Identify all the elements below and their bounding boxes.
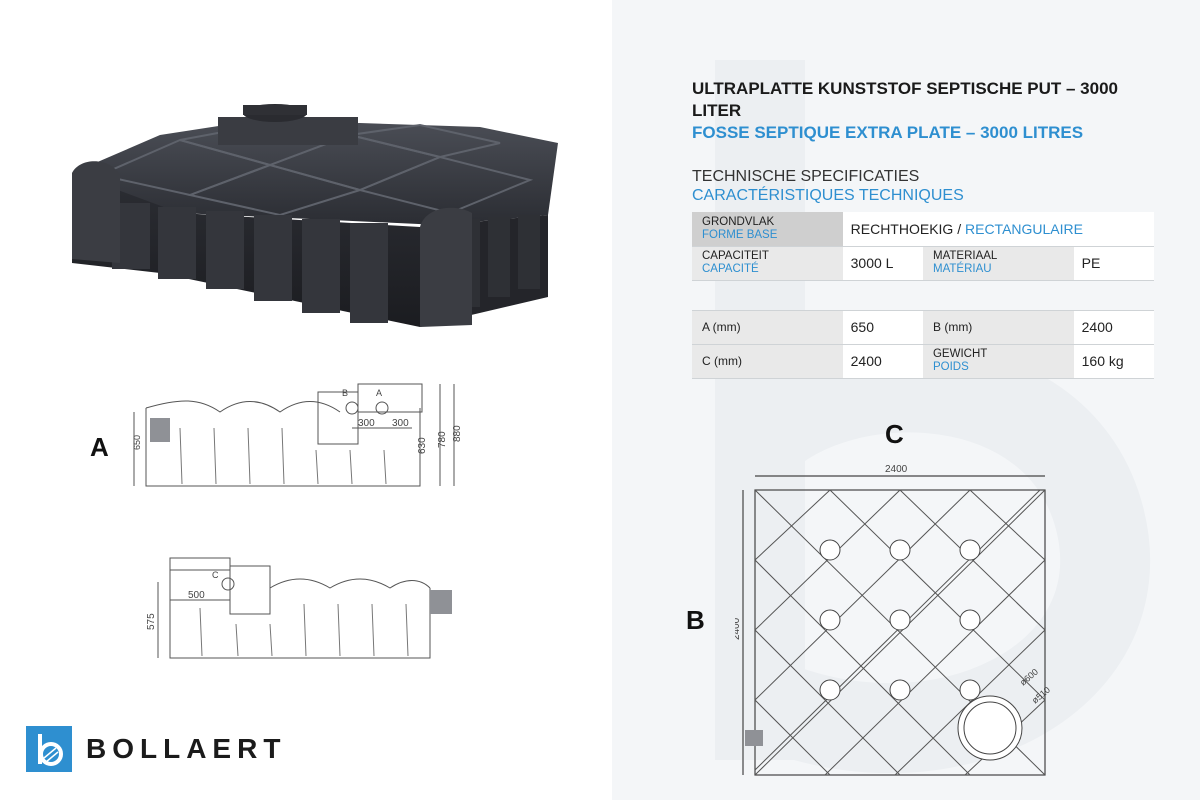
label-materiaal-fr: MATÉRIAU [932, 263, 992, 275]
value-c: 2400 [842, 344, 923, 379]
label-c: C (mm) [692, 344, 843, 379]
value-grondvlak: RECHTHOEKIG / RECTANGULAIRE [842, 212, 1154, 247]
table-row-grondvlak: GRONDVLAK FORME BASE RECHTHOEKIG / RECTA… [692, 212, 1154, 247]
table-row-c-gewicht: C (mm) 2400 GEWICHT POIDS 160 kg [692, 344, 1154, 379]
dim-880-label: 880 [452, 425, 463, 442]
value-grondvlak-sep: / [953, 220, 965, 237]
label-capaciteit-fr: CAPACITÉ [702, 263, 759, 275]
label-b: B (mm) [922, 310, 1074, 345]
label-gewicht-nl: GEWICHT [932, 348, 988, 360]
watermark-logo-icon [715, 60, 1151, 774]
plan-drawing: 2400 2400 ø600 ø510 [735, 464, 1052, 776]
value-a: 650 [842, 310, 923, 345]
dim-780-label: 780 [437, 431, 448, 448]
mark-c-label: C [212, 570, 219, 580]
drawing-label-b: B [686, 605, 705, 635]
title-block: ULTRAPLATTE KUNSTSTOF SEPTISCHE PUT – 30… [692, 78, 1162, 205]
mark-a-label: A [376, 388, 382, 398]
specs-heading-french: CARACTÉRISTIQUES TECHNIQUES [692, 187, 964, 204]
title-dutch: ULTRAPLATTE KUNSTSTOF SEPTISCHE PUT – 30… [692, 79, 1119, 120]
specs-heading-dutch: TECHNISCHE SPECIFICATIES [692, 168, 920, 185]
dim-650-label: 650 [132, 435, 142, 450]
label-gewicht: GEWICHT POIDS [922, 344, 1074, 379]
dim-300b-label: 300 [392, 418, 409, 429]
table-row-a-b: A (mm) 650 B (mm) 2400 [692, 310, 1154, 345]
label-grondvlak: GRONDVLAK FORME BASE [692, 212, 843, 247]
value-grondvlak-fr: RECTANGULAIRE [965, 220, 1083, 237]
table-row-capaciteit: CAPACITEIT CAPACITÉ 3000 L MATERIAAL MAT… [692, 246, 1154, 281]
side-drawing-a: 650 630 780 880 300 300 B A [132, 383, 463, 487]
title-french: FOSSE SEPTIQUE EXTRA PLATE – 3000 LITRES [692, 123, 1084, 142]
tank-photo [72, 104, 558, 327]
drawing-label-c: C [885, 419, 904, 449]
value-materiaal: PE [1073, 246, 1154, 281]
value-gewicht: 160 kg [1073, 344, 1154, 379]
value-grondvlak-nl: RECHTHOEKIG [850, 220, 954, 237]
label-materiaal: MATERIAAL MATÉRIAU [922, 246, 1074, 281]
bollaert-logo-icon [26, 726, 72, 772]
dim-575-label: 575 [146, 613, 157, 630]
label-a: A (mm) [692, 310, 843, 345]
label-grondvlak-nl: GRONDVLAK [702, 215, 775, 228]
value-capaciteit: 3000 L [842, 246, 923, 281]
label-gewicht-fr: POIDS [932, 361, 969, 373]
label-capaciteit: CAPACITEIT CAPACITÉ [692, 246, 843, 281]
dim-500-label: 500 [188, 590, 205, 601]
dim-300a-label: 300 [358, 418, 375, 429]
table-separator [692, 280, 1154, 311]
spec-table: GRONDVLAK FORME BASE RECHTHOEKIG / RECTA… [692, 212, 1154, 379]
logo-wordmark: BOLLAERT [86, 733, 287, 764]
plan-dim-left-label: 2400 [735, 617, 742, 640]
drawing-label-a: A [90, 432, 109, 462]
bollaert-logo: BOLLAERT [26, 726, 286, 772]
label-capaciteit-nl: CAPACITEIT [702, 250, 769, 262]
plan-dim-top-label: 2400 [885, 464, 908, 475]
label-materiaal-nl: MATERIAAL [932, 250, 998, 262]
dim-630-label: 630 [417, 437, 428, 454]
label-grondvlak-fr: FORME BASE [702, 228, 778, 241]
side-drawing-b: 575 500 C [146, 557, 452, 659]
mark-b-label: B [342, 388, 348, 398]
value-b: 2400 [1073, 310, 1154, 345]
